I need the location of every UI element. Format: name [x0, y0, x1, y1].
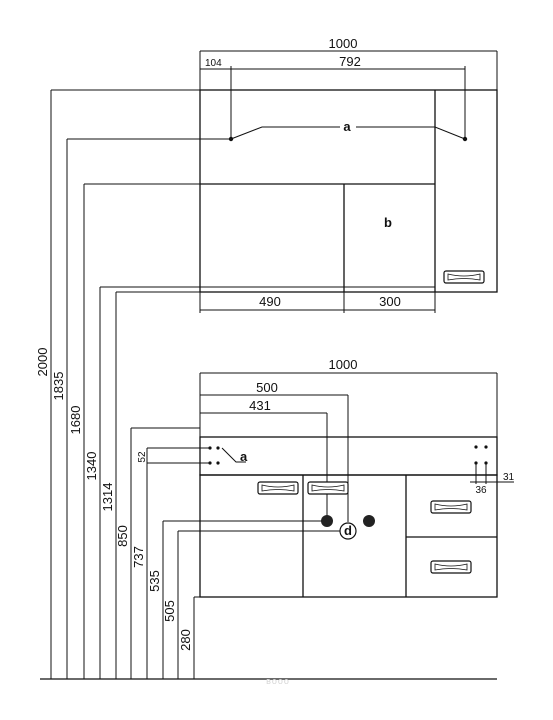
upper-drawer-handle [430, 500, 472, 514]
hanging-rail [230, 126, 340, 140]
lower-rail-label-a: a [240, 449, 248, 464]
water-inlet-left [321, 515, 333, 527]
height-1835: 1835 [51, 372, 66, 401]
lower-drawer-handle [430, 560, 472, 574]
drain-label-d: d [344, 523, 352, 538]
lower-cabinet: 1000 500 431 52 a 36 31 [137, 357, 515, 598]
upper-offset: 104 [205, 58, 222, 69]
pipe-dim-500: 500 [256, 380, 278, 395]
height-280: 280 [178, 629, 193, 651]
height-535: 535 [147, 570, 162, 592]
upper-left-section: 490 [259, 294, 281, 309]
rail-label-a: a [343, 119, 351, 134]
lower-left-door-handle [257, 481, 299, 495]
water-inlet-right [363, 515, 375, 527]
height-dimensions: 2000 1835 1680 1340 1314 850 737 535 505… [35, 89, 340, 679]
hole-spacing-52: 52 [137, 451, 148, 463]
height-1680: 1680 [68, 406, 83, 435]
upper-total-width: 1000 [329, 36, 358, 51]
height-1314: 1314 [100, 483, 115, 512]
upper-cabinet-body [199, 89, 498, 293]
upper-right-section: 300 [379, 294, 401, 309]
upper-rail-width: 792 [339, 54, 361, 69]
lower-mid-door-handle [307, 481, 349, 495]
bracket-dim-36: 36 [475, 485, 487, 496]
section-label-b: b [384, 215, 392, 230]
height-737: 737 [131, 546, 146, 568]
height-850: 850 [115, 525, 130, 547]
upper-cabinet: 1000 104 792 a b 490 300 [199, 36, 498, 313]
lower-total-width: 1000 [329, 357, 358, 372]
height-1340: 1340 [84, 452, 99, 481]
bracket-dim-31: 31 [503, 472, 515, 483]
watermark: вооо [266, 676, 290, 686]
height-2000: 2000 [35, 348, 50, 377]
upper-door-handle [443, 270, 485, 284]
drain-marker [339, 522, 357, 540]
height-505: 505 [162, 600, 177, 622]
pipe-dim-431: 431 [249, 398, 271, 413]
lower-cabinet-body [199, 474, 498, 598]
